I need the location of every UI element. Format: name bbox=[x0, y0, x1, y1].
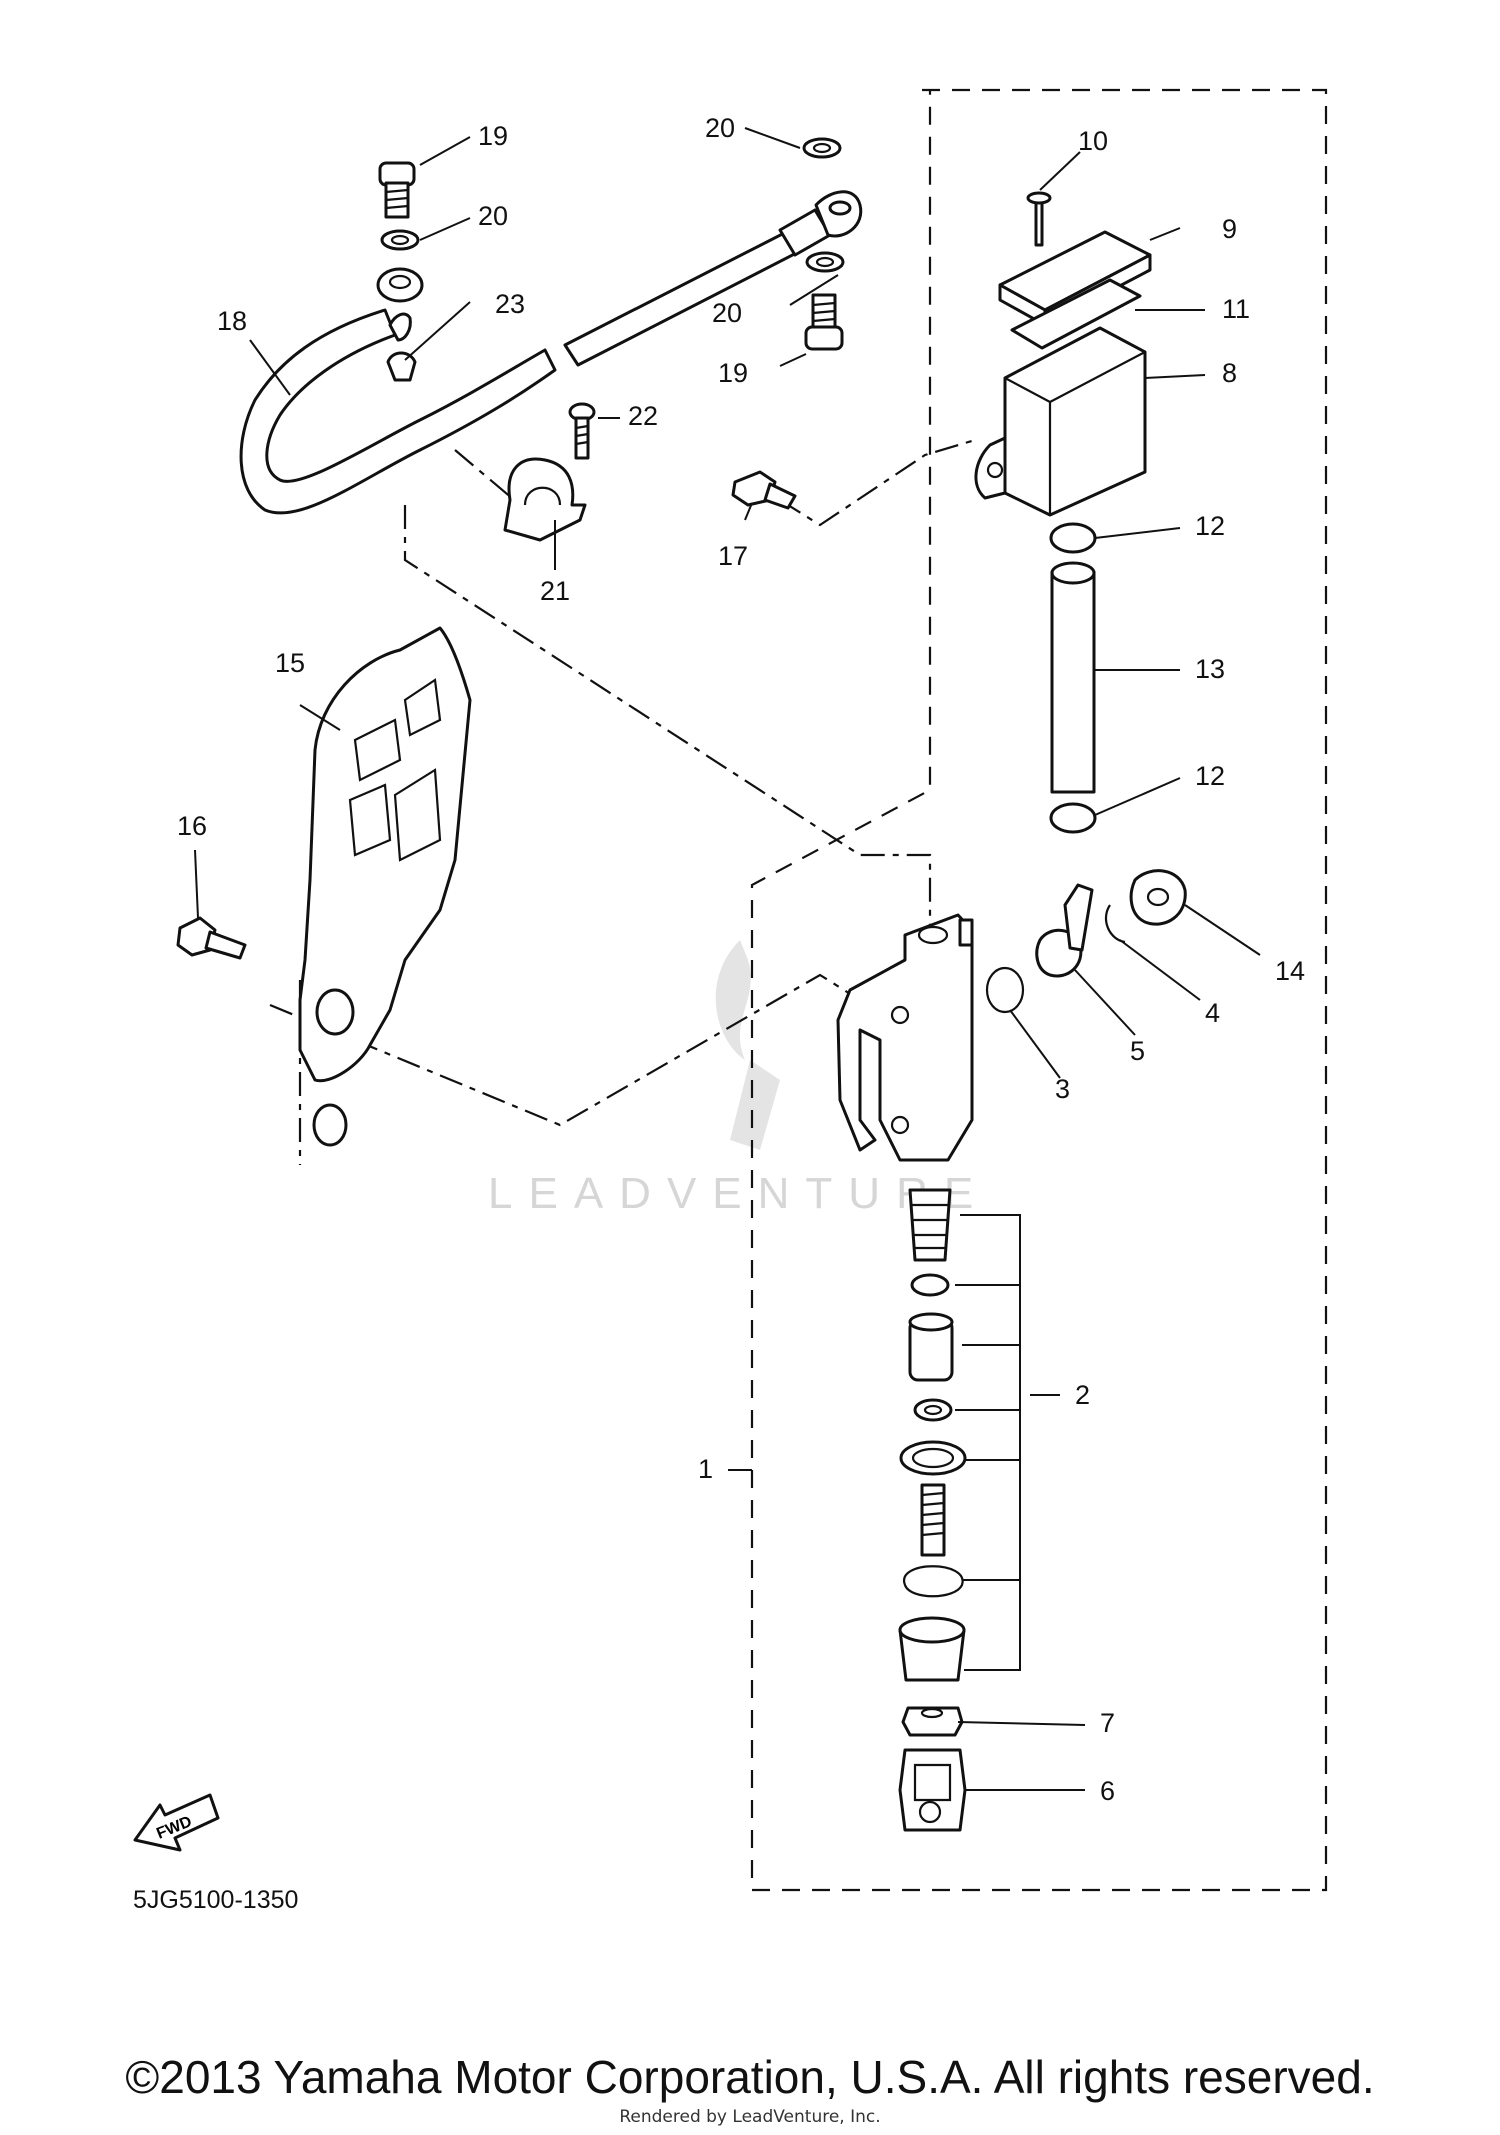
callout-20-left: 20 bbox=[478, 201, 508, 231]
copyright-notice: ©2013 Yamaha Motor Corporation, U.S.A. A… bbox=[125, 2051, 1375, 2103]
hose-guide bbox=[503, 457, 587, 542]
connection-lines bbox=[269, 438, 976, 1165]
screw-10 bbox=[1034, 198, 1044, 247]
callout-9: 9 bbox=[1222, 214, 1237, 244]
callout-6: 6 bbox=[1100, 1776, 1115, 1806]
callout-1: 1 bbox=[698, 1454, 713, 1484]
callout-14: 14 bbox=[1275, 956, 1305, 986]
callout-20-top: 20 bbox=[705, 113, 735, 143]
reservoir-body bbox=[1003, 326, 1147, 517]
clevis-and-nut bbox=[898, 1706, 967, 1832]
hose-clamps-and-hose bbox=[1049, 522, 1097, 834]
callout-19-lower: 19 bbox=[718, 358, 748, 388]
heel-guard bbox=[298, 626, 472, 1147]
screw-22 bbox=[568, 402, 596, 460]
brake-hose bbox=[239, 190, 863, 515]
callout-8: 8 bbox=[1222, 358, 1237, 388]
callout-22: 22 bbox=[628, 401, 658, 431]
callout-5: 5 bbox=[1130, 1036, 1145, 1066]
watermark-text: LEADVENTURE bbox=[488, 1169, 989, 1218]
callout-10: 10 bbox=[1078, 126, 1108, 156]
banjo-fitting bbox=[376, 267, 424, 303]
union-bolt-top bbox=[378, 161, 416, 219]
callout-17: 17 bbox=[718, 541, 748, 571]
watermark: LEADVENTURE bbox=[488, 940, 989, 1218]
reservoir-assembly bbox=[974, 191, 1152, 517]
callout-18: 18 bbox=[217, 306, 247, 336]
callout-4: 4 bbox=[1205, 998, 1220, 1028]
washer-icons bbox=[380, 137, 845, 273]
callout-21: 21 bbox=[540, 576, 570, 606]
callout-23: 23 bbox=[495, 289, 525, 319]
master-cylinder bbox=[836, 913, 974, 1162]
callout-12-top: 12 bbox=[1195, 511, 1225, 541]
callout-20-middle: 20 bbox=[712, 298, 742, 328]
callout-3: 3 bbox=[1055, 1074, 1070, 1104]
fwd-arrow-icon: FWD bbox=[133, 1793, 220, 1852]
diagram-code: 5JG5100-1350 bbox=[133, 1886, 299, 1914]
callout-11: 11 bbox=[1222, 294, 1250, 324]
union-bolt-lower bbox=[804, 293, 844, 351]
bolt-16 bbox=[176, 916, 247, 960]
callout-7: 7 bbox=[1100, 1708, 1115, 1738]
callout-15: 15 bbox=[275, 648, 305, 678]
piston-kit bbox=[898, 1188, 967, 1682]
fitting-parts bbox=[985, 869, 1187, 1014]
callout-labels: 1 2 3 4 5 6 7 8 9 10 11 12 12 13 14 15 1… bbox=[177, 113, 1305, 1806]
callout-16: 16 bbox=[177, 811, 207, 841]
leader-lines bbox=[194, 127, 1261, 1791]
bolt-17 bbox=[731, 470, 797, 510]
assembly-boundary bbox=[750, 88, 1328, 1892]
diaphragm bbox=[1010, 278, 1142, 350]
callout-13: 13 bbox=[1195, 654, 1225, 684]
callout-2: 2 bbox=[1075, 1380, 1090, 1410]
rendered-by-notice: Rendered by LeadVenture, Inc. bbox=[619, 2107, 881, 2127]
callout-19-top: 19 bbox=[478, 121, 508, 151]
hose-clip bbox=[386, 351, 417, 382]
callout-12-bottom: 12 bbox=[1195, 761, 1225, 791]
